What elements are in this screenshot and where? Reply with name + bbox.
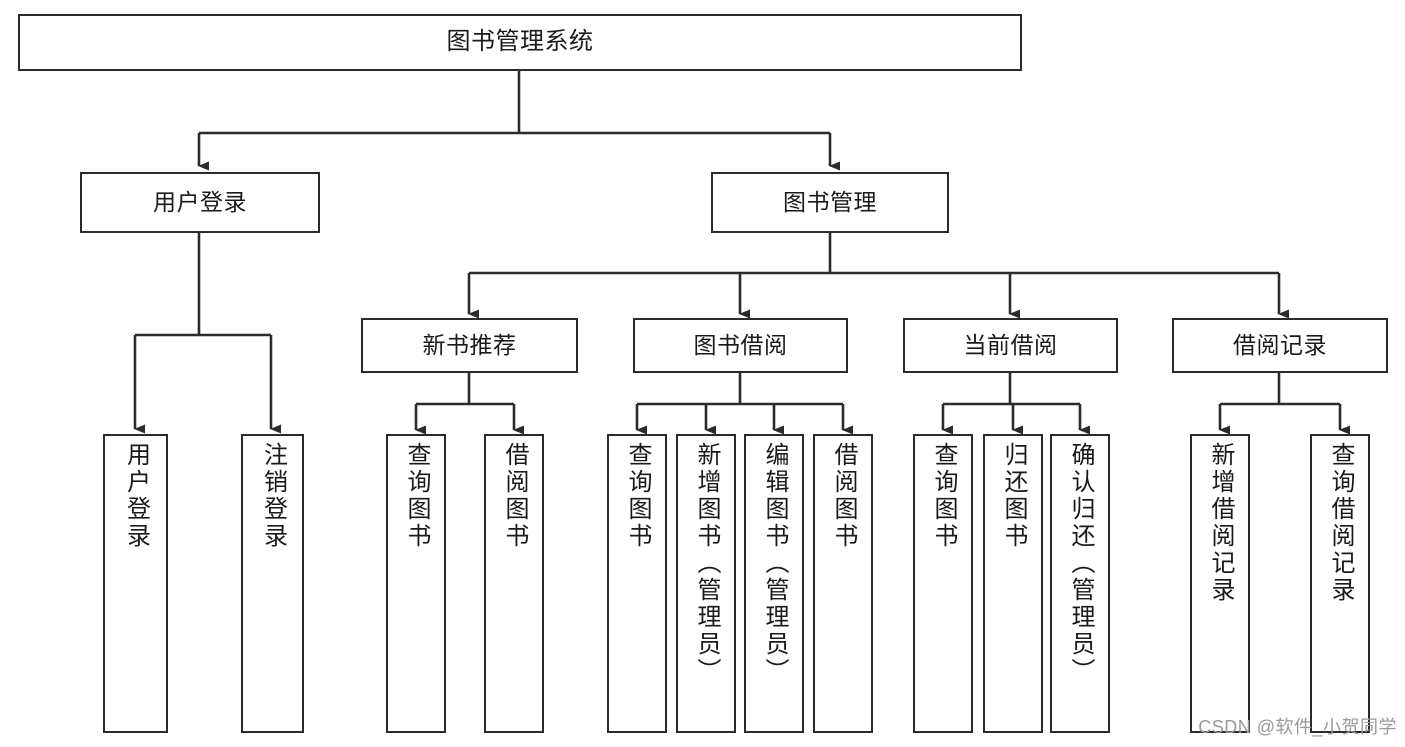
node-leaf-add-book[interactable]: 新增图书（管理员） [676,434,736,733]
node-leaf-add-book-label: 新增图书（管理员） [693,442,720,685]
node-leaf-borrow-book-1[interactable]: 借阅图书 [484,434,544,733]
node-leaf-query-book-3[interactable]: 查询图书 [913,434,973,733]
node-leaf-confirm-return[interactable]: 确认归还（管理员） [1050,434,1110,733]
node-root-system[interactable]: 图书管理系统 [18,14,1022,71]
node-leaf-query-book-2-label: 查询图书 [624,442,651,550]
node-leaf-query-book-2[interactable]: 查询图书 [607,434,667,733]
node-root-system-label: 图书管理系统 [446,28,594,56]
node-leaf-borrow-book-2[interactable]: 借阅图书 [813,434,873,733]
node-leaf-return-book-label: 归还图书 [1000,442,1027,550]
node-new-book-recommend[interactable]: 新书推荐 [361,318,578,373]
node-book-management-label: 图书管理 [783,188,877,215]
node-leaf-query-record[interactable]: 查询借阅记录 [1310,434,1370,733]
node-leaf-return-book[interactable]: 归还图书 [983,434,1043,733]
node-new-book-recommend-label: 新书推荐 [422,331,517,358]
node-leaf-query-book-3-label: 查询图书 [930,442,957,550]
node-leaf-user-login[interactable]: 用户登录 [103,434,168,733]
csdn-watermark: CSDN @软件_小贺同学 [1198,717,1397,737]
node-leaf-borrow-book-1-label: 借阅图书 [501,442,528,550]
node-leaf-query-book-1[interactable]: 查询图书 [386,434,446,733]
node-current-borrow[interactable]: 当前借阅 [903,318,1118,373]
node-book-management[interactable]: 图书管理 [711,172,949,233]
node-leaf-query-book-1-label: 查询图书 [403,442,430,550]
node-book-borrow-label: 图书借阅 [693,331,788,358]
node-leaf-query-record-label: 查询借阅记录 [1327,442,1354,604]
node-leaf-add-record[interactable]: 新增借阅记录 [1190,434,1250,733]
node-leaf-logout-label: 注销登录 [259,442,287,550]
node-book-borrow[interactable]: 图书借阅 [633,318,848,373]
node-borrow-record-label: 借阅记录 [1233,331,1327,358]
node-current-borrow-label: 当前借阅 [963,331,1058,358]
node-user-login[interactable]: 用户登录 [80,172,320,233]
node-leaf-logout[interactable]: 注销登录 [241,434,304,733]
node-borrow-record[interactable]: 借阅记录 [1172,318,1388,373]
node-leaf-borrow-book-2-label: 借阅图书 [830,442,857,550]
node-user-login-label: 用户登录 [153,188,247,215]
node-leaf-confirm-return-label: 确认归还（管理员） [1067,442,1094,685]
node-leaf-user-login-label: 用户登录 [122,442,150,550]
node-leaf-edit-book-label: 编辑图书（管理员） [761,442,788,685]
node-leaf-edit-book[interactable]: 编辑图书（管理员） [744,434,804,733]
node-leaf-add-record-label: 新增借阅记录 [1207,442,1234,604]
